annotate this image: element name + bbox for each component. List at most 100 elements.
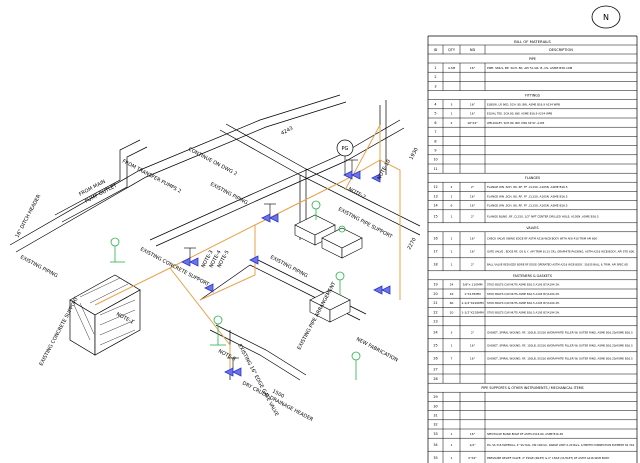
bom-header-id: ID xyxy=(434,48,438,52)
label-from-transfer: FROM TRANSFER PUMPS 2 xyxy=(121,158,182,194)
label-dry-crude-header: DRY CRUDE DRAINAGE HEADER xyxy=(241,380,314,423)
bom-row-id: 9 xyxy=(434,149,436,153)
north-label: N xyxy=(603,13,609,22)
bom-row-qty: 1 xyxy=(451,263,453,267)
bom-row-nd: 2" xyxy=(471,263,475,267)
bom-row-qty: 6 xyxy=(451,204,453,208)
bom-row-description: SPECTACLE BLIND EDGE RF ASTM A516-60, AS… xyxy=(487,432,563,436)
label-note-10: NOTE-10 xyxy=(376,159,392,181)
bom-row-id: 1 xyxy=(434,66,436,70)
bom-row-description: WELDOLET, SCH.80, BW, MSS SP 97, A105 xyxy=(487,121,545,125)
bom-row-nd: 16" xyxy=(470,357,476,361)
label-continue-dwg: CONTINUE ON DWG 2 xyxy=(187,146,238,177)
bom-row-description: STUD BOLTS C/W NUTS ASME B16.5 A193 B7/A… xyxy=(487,310,560,314)
bom-row-description: BALL VALVE REDUCED BORE RF EDGE OPERATED… xyxy=(487,263,628,267)
bom-row-id: 17 xyxy=(433,250,437,254)
bom-row-nd: 16" xyxy=(470,237,476,241)
label-existing-piping-3: EXISTING PIPING xyxy=(19,254,59,279)
bom-row-nd: 2"X2" xyxy=(468,456,477,460)
bom-row-id: 18 xyxy=(433,263,437,267)
bom-row-id: 31 xyxy=(433,414,437,418)
bom-row-nd: 16" xyxy=(470,103,476,107)
bom-row-id: 4 xyxy=(434,103,436,107)
bom-row-qty: 1 xyxy=(451,250,453,254)
bom-row-qty: 3 xyxy=(451,331,453,335)
bom-row-qty: 1 xyxy=(451,344,453,348)
bom-row-id: 23 xyxy=(433,320,437,324)
bom-row-description: STUD BOLTS C/W NUTS ASME B16.5 A193 B7/A… xyxy=(487,301,560,305)
bom-row-description: GASKET, SPIRAL WOUND, RF, 150LB, SS316 W… xyxy=(487,344,633,348)
label-dim-c: 2270 xyxy=(406,237,417,251)
bom-row-id: 27 xyxy=(433,368,437,372)
bom-section-valves: VALVES xyxy=(526,226,538,230)
bom-row-description: FLANGE WN ,SCH. 80, RF, FF ,CL150, A105N… xyxy=(487,185,568,189)
bom-section-flanges: FLANGES xyxy=(525,176,540,180)
label-note-8: NOTE-8 xyxy=(217,348,236,362)
label-dim-a: 4243 xyxy=(280,125,294,136)
label-existing-piping-1: EXISTING PIPING xyxy=(209,181,249,206)
existing-concrete-support xyxy=(69,274,141,356)
bom-row-id: 26 xyxy=(433,357,437,361)
bom-section-supports: PIPE SUPPORTS & OTHER INSTRUMENTS / MECH… xyxy=(481,386,583,390)
bom-row-qty: 2 xyxy=(451,121,453,125)
bom-row-qty: 4.3M xyxy=(448,66,456,70)
label-dim-b: 1500 xyxy=(271,388,285,399)
drawing-labels: FROM MAIN PUMP OUTLET FROM TRANSFER PUMP… xyxy=(14,125,419,423)
bom-section-pipe: PIPE xyxy=(529,57,536,61)
bom-row-id: 32 xyxy=(433,423,437,427)
bom-row-nd: 16" xyxy=(470,194,476,198)
bom-row-id: 30 xyxy=(433,404,437,408)
bom-row-id: 6 xyxy=(434,121,436,125)
bom-row-nd: 2" xyxy=(471,215,475,219)
bom-row-id: 24 xyxy=(433,331,437,335)
bom-row-id: 29 xyxy=(433,395,437,399)
bom-row-qty: 20 xyxy=(450,310,454,314)
bom-row-id: 5 xyxy=(434,112,436,116)
bom-row-description: GASKET, SPIRAL WOUND, RF, 150LB, SS316 W… xyxy=(487,357,633,361)
bom-row-nd: 16" xyxy=(470,204,476,208)
bom-row-id: 3 xyxy=(434,84,436,88)
bom-row-qty: 1 xyxy=(451,112,453,116)
bom-row-nd: 16"X2" xyxy=(467,121,478,125)
bom-row-id: 34 xyxy=(433,443,437,447)
pipe-support-boxes xyxy=(294,214,363,323)
bom-row-nd: 2" xyxy=(471,331,475,335)
bom-row-qty: 60 xyxy=(450,301,454,305)
bom-section-fittings: FITTINGS xyxy=(525,94,540,98)
valve-handles xyxy=(184,159,358,368)
bom-row-qty: 24 xyxy=(450,283,454,287)
bom-row-id: 33 xyxy=(433,432,437,436)
bom-row-nd: 1"X135MM xyxy=(464,292,481,296)
bom-row-id: 13 xyxy=(433,194,437,198)
bom-row-qty: 1 xyxy=(451,215,453,219)
bom-row-nd: 16" xyxy=(470,432,476,436)
bom-row-id: 10 xyxy=(433,158,437,162)
bom-row-description: STUD BOLTS C/W NUTS ASME B16.5 A193 B7/A… xyxy=(487,283,560,287)
bom-row-id: 19 xyxy=(433,283,437,287)
label-dim-d: 1930 xyxy=(408,147,419,161)
bom-row-description: GATE VALVE , EDGE RF, OS & Y, API TRIM 8… xyxy=(487,250,635,254)
bom-row-qty: 1 xyxy=(451,237,453,241)
bom-row-description: EQUAL TEE, SCH.80, BW, ASME B16.9 A234 W… xyxy=(487,112,552,116)
bom-row-nd: 5/8"x 110MM xyxy=(463,283,483,287)
bom-row-qty: 7 xyxy=(451,357,453,361)
bom-header-qty: QTY xyxy=(448,48,456,52)
label-ditch-header: 16" DITCH HEADER xyxy=(14,193,42,239)
bom-row-id: 21 xyxy=(433,301,437,305)
bom-row-id: 25 xyxy=(433,344,437,348)
bom-row-qty: 1 xyxy=(451,194,453,198)
new-fabrication-line xyxy=(94,124,401,375)
bom-row-id: 7 xyxy=(434,130,436,134)
bom-row-description: STUD BOLTS C/W NUTS ASME B16.5 A193 B7/A… xyxy=(487,292,560,296)
bom-row-qty: 1 xyxy=(451,443,453,447)
bom-row-description: CHECK VALVE SWING EDGE RF ASTM A216-WCB … xyxy=(487,237,597,241)
label-new-fabrication: NEW FABRICATION xyxy=(355,336,399,363)
bom-row-nd: 1-1/2"X235MM xyxy=(461,310,484,314)
bom-row-nd: 16" xyxy=(470,344,476,348)
bom-row-description: FLANGE WN ,SCH. 80, RF, FF ,CL150, A105N… xyxy=(487,194,568,198)
bom-row-nd: 16" xyxy=(470,250,476,254)
bom-row-qty: 2 xyxy=(451,185,453,189)
bom-row-qty: 3 xyxy=(451,103,453,107)
